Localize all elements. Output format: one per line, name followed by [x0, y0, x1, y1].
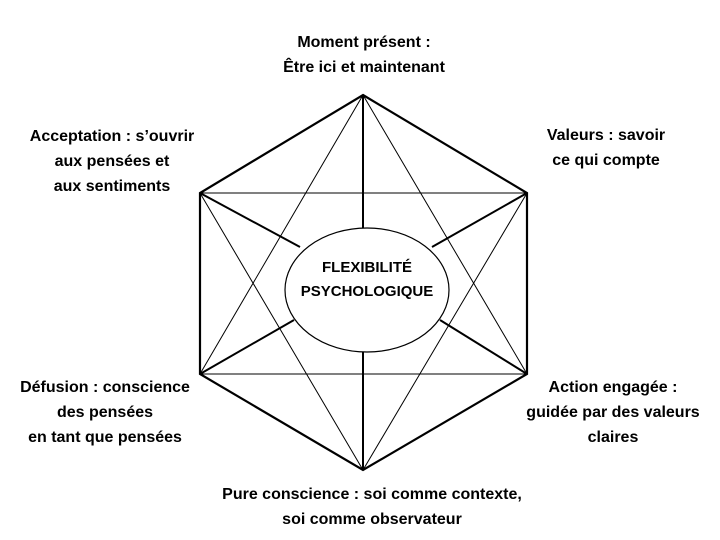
node-upper-left-line2: aux pensées et [54, 153, 170, 170]
node-label-upper-left: Acceptation : s’ouvrir aux pensées et au… [30, 124, 194, 199]
node-lower-left-line3: en tant que pensées [28, 429, 182, 446]
node-upper-right-line2: ce qui compte [552, 152, 660, 169]
node-top-line1: Moment présent : [297, 34, 431, 51]
spoke-upper-left [199, 192, 301, 248]
node-bottom-line1: Pure conscience : soi comme contexte, [222, 486, 522, 503]
node-label-bottom: Pure conscience : soi comme contexte, so… [222, 482, 522, 532]
node-upper-left-line3: aux sentiments [53, 178, 171, 195]
node-lower-left-line2: des pensées [56, 404, 154, 421]
center-label-line2: PSYCHOLOGIQUE [300, 283, 434, 300]
node-label-lower-left: Défusion : conscience des pensées en tan… [20, 375, 190, 450]
node-label-upper-right: Valeurs : savoir ce qui compte [547, 123, 665, 173]
node-bottom-line2: soi comme observateur [282, 511, 462, 528]
center-ellipse [284, 227, 450, 353]
spoke-lower-right [439, 319, 528, 375]
node-lower-right-line3: claires [587, 429, 639, 446]
spoke-lower-left [199, 319, 295, 375]
node-label-top: Moment présent : Être ici et maintenant [283, 30, 445, 80]
center-label-line1: FLEXIBILITÉ [322, 259, 412, 276]
node-upper-right-line1: Valeurs : savoir [546, 127, 666, 144]
node-label-lower-right: Action engagée : guidée par des valeurs … [526, 375, 699, 450]
node-upper-left-line1: Acceptation : s’ouvrir [29, 128, 195, 145]
center-label: FLEXIBILITÉ PSYCHOLOGIQUE [301, 256, 434, 304]
node-lower-right-line1: Action engagée : [548, 379, 678, 396]
node-lower-left-line1: Défusion : conscience [20, 379, 190, 396]
node-lower-right-line2: guidée par des valeurs [526, 404, 700, 421]
node-top-line2: Être ici et maintenant [283, 59, 445, 76]
spoke-upper-right [431, 192, 528, 248]
